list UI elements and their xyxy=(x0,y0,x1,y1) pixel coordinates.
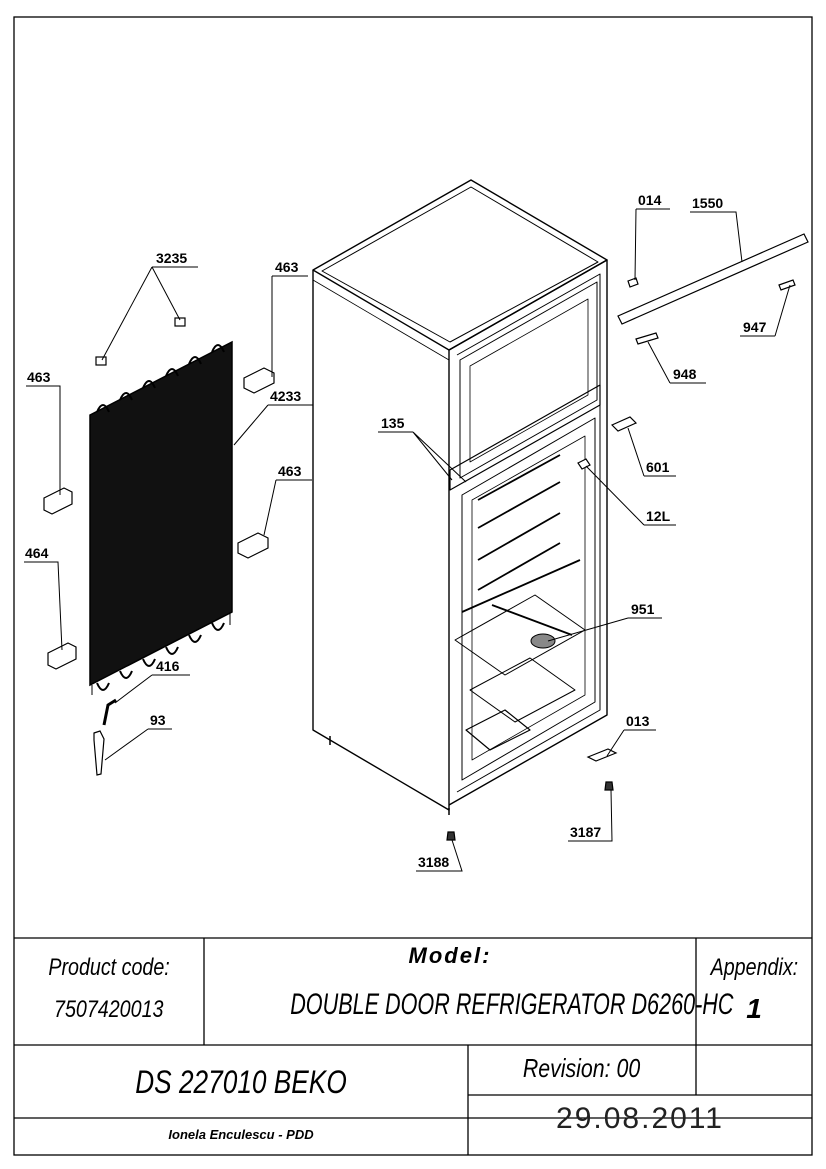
callout-013: 013 xyxy=(626,713,650,729)
appendix-number: 1 xyxy=(746,993,762,1024)
appendix-number-cell: 1 xyxy=(696,993,812,1025)
callout-93: 93 xyxy=(150,712,166,728)
product-code: 7507420013 xyxy=(54,996,164,1023)
product-code-label: Product code: xyxy=(48,954,170,981)
document-cell: DS 227010 BEKO xyxy=(14,1064,468,1101)
cap-948 xyxy=(635,332,659,345)
document-number: DS 227010 BEKO xyxy=(135,1064,347,1100)
model-label-cell: Model: xyxy=(204,943,696,969)
callout-948: 948 xyxy=(673,366,697,382)
revision-cell: Revision: 00 xyxy=(468,1053,696,1084)
callout-463-right: 463 xyxy=(278,463,302,479)
callout-labels: 3235 463 463 4233 463 464 416 93 135 014… xyxy=(25,192,767,870)
author-cell: Ionela Enculescu - PDD xyxy=(14,1127,468,1142)
date: 29.08.2011 xyxy=(556,1102,724,1135)
cap-947 xyxy=(778,279,796,291)
pipe-416 xyxy=(102,698,117,726)
callout-3235: 3235 xyxy=(156,250,187,266)
callout-601: 601 xyxy=(646,459,670,475)
condenser-coil xyxy=(89,340,233,695)
appendix-label: Appendix: xyxy=(710,954,798,981)
hinge-601 xyxy=(610,416,638,432)
part-12l xyxy=(577,458,591,470)
callout-4233: 4233 xyxy=(270,388,301,404)
callout-3187: 3187 xyxy=(570,824,601,840)
callout-463-left: 463 xyxy=(27,369,51,385)
hinge-014 xyxy=(627,277,639,288)
refrigerator-cabinet xyxy=(312,179,608,815)
clip-3235-a xyxy=(95,356,107,366)
callout-1550: 1550 xyxy=(692,195,723,211)
product-code-cell: 7507420013 xyxy=(14,996,204,1024)
clip-3235-b xyxy=(174,317,186,327)
bracket-464 xyxy=(47,642,77,670)
revision: Revision: 00 xyxy=(523,1053,641,1083)
callout-951: 951 xyxy=(631,601,655,617)
model-label: Model: xyxy=(408,943,492,968)
hinge-013 xyxy=(586,748,618,762)
bracket-463-left xyxy=(43,487,73,515)
author: Ionela Enculescu - PDD xyxy=(168,1127,314,1142)
model-name-cell: DOUBLE DOOR REFRIGERATOR D6260-HC xyxy=(204,988,733,1022)
bracket-463-right xyxy=(237,532,269,559)
hinge-cover-1550 xyxy=(617,233,809,325)
foot-3187 xyxy=(604,781,614,791)
appendix-label-cell: Appendix: xyxy=(696,954,812,982)
callout-416: 416 xyxy=(156,658,180,674)
callout-014: 014 xyxy=(638,192,662,208)
product-code-label-cell: Product code: xyxy=(14,954,204,982)
callout-12l: 12L xyxy=(646,508,671,524)
model-name: DOUBLE DOOR REFRIGERATOR D6260-HC xyxy=(290,988,734,1021)
small-parts xyxy=(43,233,809,841)
leader-lines xyxy=(24,208,791,872)
sheet-frame xyxy=(13,16,813,1156)
callout-464: 464 xyxy=(25,545,49,561)
callout-135: 135 xyxy=(381,415,405,431)
bracket-463-top xyxy=(243,367,275,394)
callout-463-top: 463 xyxy=(275,259,299,275)
foot-3188 xyxy=(446,831,456,841)
callout-3188: 3188 xyxy=(418,854,449,870)
drier-93 xyxy=(93,730,105,776)
date-cell: 29.08.2011 xyxy=(468,1102,812,1136)
callout-947: 947 xyxy=(743,319,767,335)
